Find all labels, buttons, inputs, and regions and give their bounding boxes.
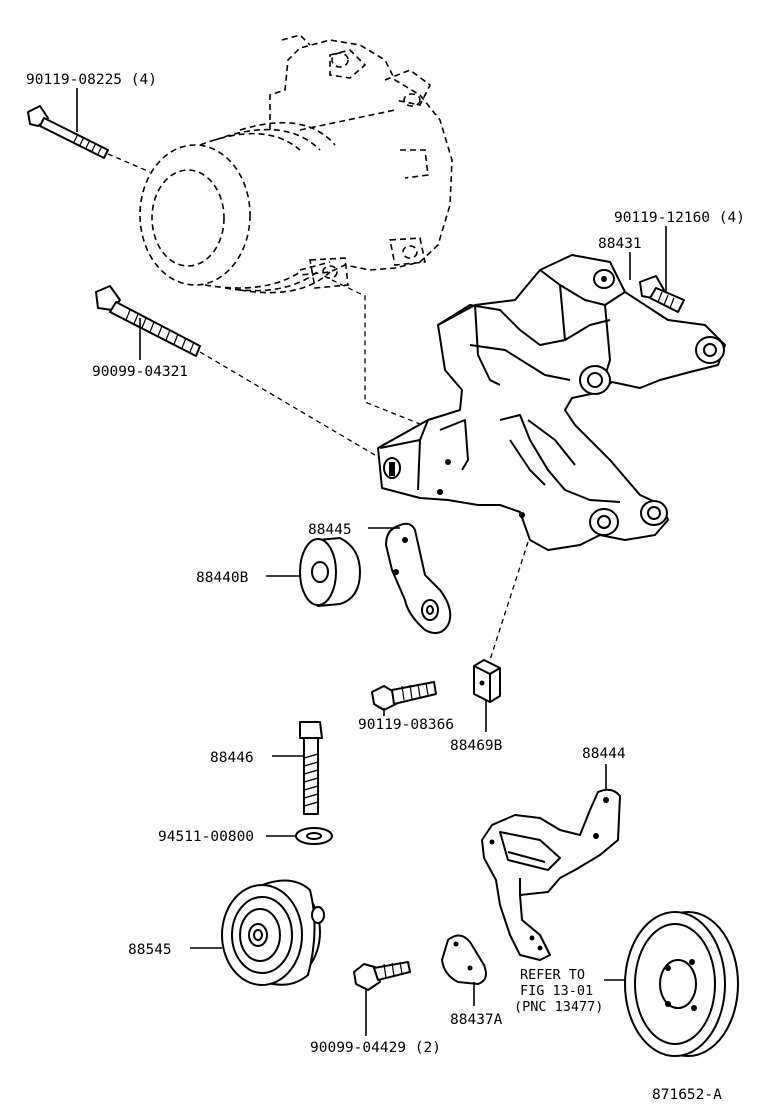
- label-88446: 88446: [210, 750, 254, 766]
- label-88431: 88431: [598, 236, 642, 252]
- bolt-88446: [299, 721, 323, 815]
- label-88445: 88445: [308, 522, 352, 538]
- connector-line-compressor: [331, 279, 431, 429]
- ac-compressor: [139, 34, 453, 294]
- figure-id: 871652-A: [652, 1087, 722, 1103]
- refer-line-2: FIG 13-01: [520, 983, 593, 999]
- bracket-88444: [481, 788, 621, 961]
- label-90119-08366: 90119-08366: [358, 717, 454, 733]
- refer-line-3: (PNC 13477): [514, 999, 603, 1015]
- label-90119-08225: 90119-08225 (4): [26, 72, 157, 88]
- bracket-88431: [377, 254, 726, 551]
- label-88444: 88444: [582, 746, 626, 762]
- pulley-88545: [221, 879, 325, 986]
- label-90099-04429: 90099-04429 (2): [310, 1040, 441, 1056]
- label-90099-04321: 90099-04321: [92, 364, 188, 380]
- crankshaft-pulley-reference: [624, 911, 739, 1057]
- label-94511-00800: 94511-00800: [158, 829, 254, 845]
- bushing-88440b: [299, 537, 361, 607]
- refer-line-1: REFER TO: [520, 967, 585, 983]
- bolt-90099-04321: [95, 285, 381, 459]
- bolt-90119-08225: [27, 105, 151, 173]
- label-88469b: 88469B: [450, 738, 503, 754]
- bolt-90119-08366: [371, 681, 437, 711]
- bolt-90119-12160: [639, 275, 685, 313]
- connector-line-block: [489, 541, 529, 661]
- block-88469b: [473, 659, 501, 703]
- label-88437a: 88437A: [450, 1012, 503, 1028]
- plate-88445: [385, 522, 452, 635]
- bolt-90099-04429: [353, 961, 411, 991]
- label-88545: 88545: [128, 942, 172, 958]
- plate-88437a: [441, 934, 487, 985]
- label-88440b: 88440B: [196, 570, 249, 586]
- label-90119-12160: 90119-12160 (4): [614, 210, 745, 226]
- washer-94511-00800: [295, 827, 333, 845]
